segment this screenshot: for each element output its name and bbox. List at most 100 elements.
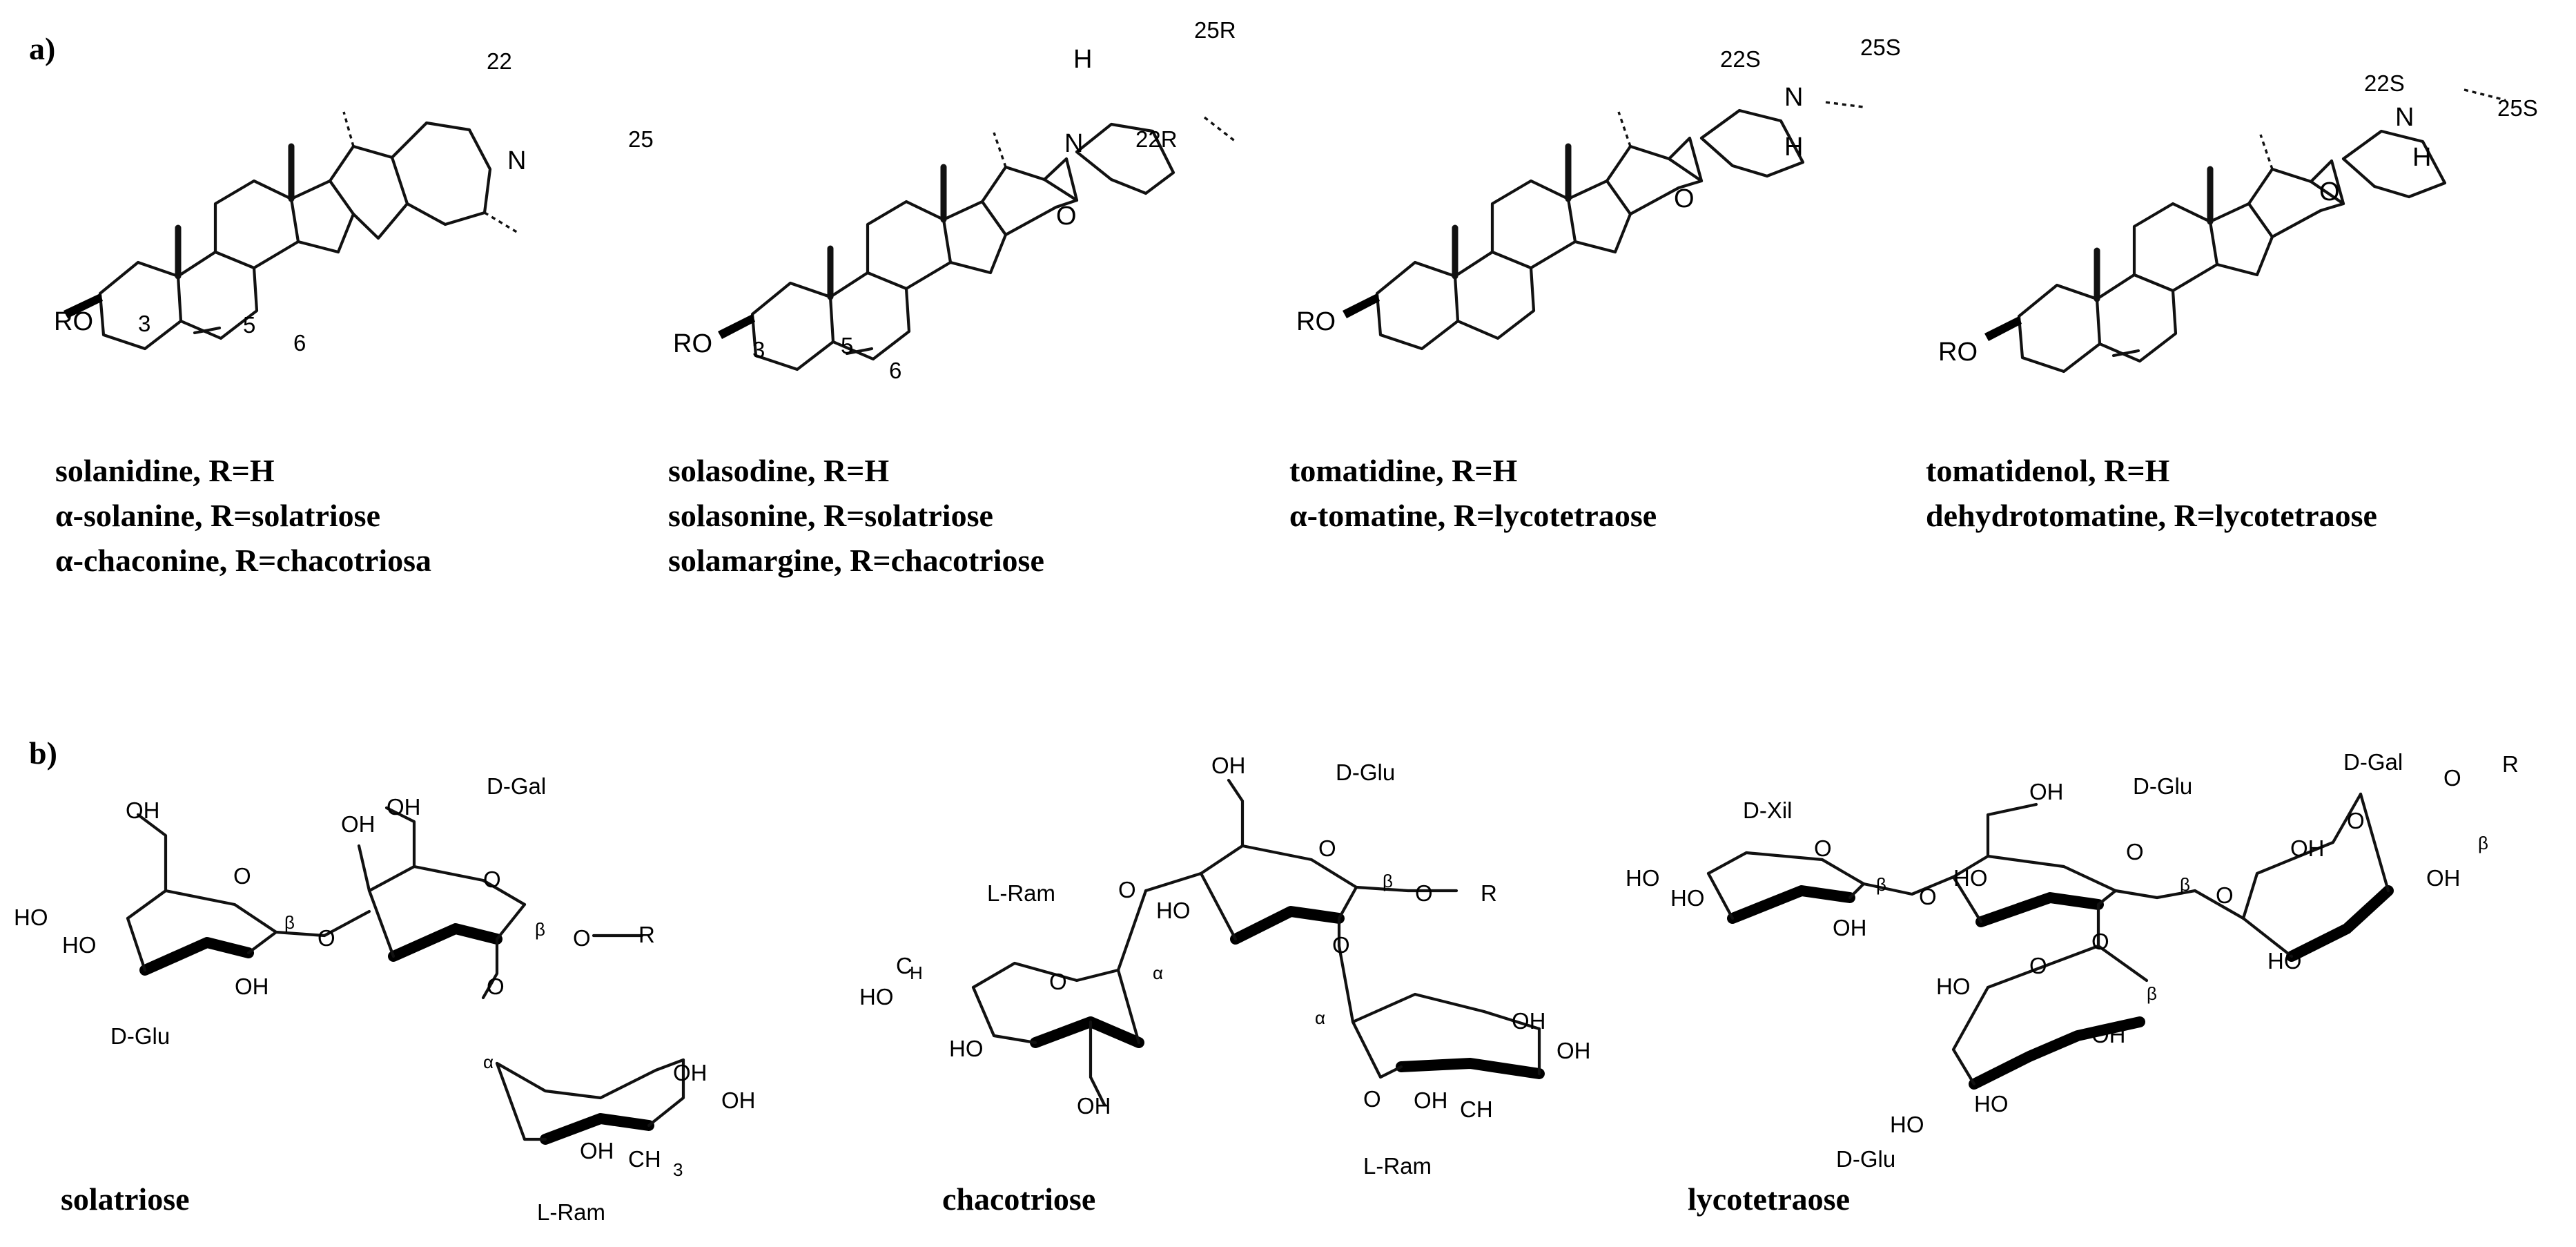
ch-lram2: L-Ram (1363, 1153, 1432, 1179)
m4-22s: 22S (2364, 70, 2405, 96)
ly-beta4: β (2147, 983, 2157, 1004)
compound-3-line-2: α-tomatine, R=lycotetraose (1289, 498, 1657, 533)
ch-lram1: L-Ram (987, 880, 1055, 906)
m1-l25: 25 (628, 126, 654, 152)
ch-oh5: OH (1557, 1038, 1591, 1063)
m3-25s: 25S (1860, 35, 1901, 60)
ch-ch: CH (1460, 1096, 1493, 1122)
m1-l6: 6 (293, 330, 306, 356)
m2-25r: 25R (1194, 17, 1236, 43)
ly-beta2: β (2180, 874, 2190, 895)
st-o5: O (487, 974, 505, 999)
m1-l5: 5 (243, 312, 255, 338)
compound-2-line-3: solamargine, R=chacotriose (668, 543, 1044, 578)
st-dgal: D-Gal (487, 773, 546, 799)
ch-ho3: HO (949, 1036, 984, 1061)
st-oh5: OH (673, 1060, 708, 1085)
compound-4-line-1: tomatidenol, R=H (1926, 453, 2170, 488)
ch-oh3: OH (1414, 1088, 1448, 1113)
m2-l6: 6 (889, 358, 901, 383)
compound-1-line-2: α-solanine, R=solatriose (55, 498, 380, 533)
ly-dgal: D-Gal (2343, 749, 2403, 775)
ly-oh4: OH (2426, 865, 2461, 891)
st-o2: O (318, 925, 335, 951)
ly-ho3: HO (1953, 865, 1988, 891)
ly-oh5: OH (2091, 1022, 2126, 1047)
st-beta1: β (284, 912, 295, 933)
compound-3-line-1: tomatidine, R=H (1289, 453, 1518, 488)
m1-n: N (507, 146, 526, 175)
m3-22s: 22S (1720, 46, 1761, 72)
m2-ro: RO (673, 329, 712, 358)
ch-o4: O (1332, 932, 1350, 958)
st-oh2: OH (235, 974, 269, 999)
m1-l22: 22 (487, 48, 512, 74)
ch-beta: β (1383, 871, 1393, 891)
st-lram: L-Ram (537, 1199, 605, 1225)
ly-oh1: OH (1833, 915, 1867, 940)
tomatidine (1343, 101, 1864, 351)
st-o1: O (233, 863, 251, 889)
ly-ho5: HO (1936, 974, 1971, 999)
m1-ro: RO (54, 307, 93, 336)
ch-o5: O (1049, 969, 1067, 994)
solanidine (64, 111, 520, 351)
ch-alpha2: α (1315, 1007, 1325, 1028)
ch-c: C (896, 953, 913, 978)
st-ch-sub: 3 (673, 1159, 683, 1180)
m2-22r: 22R (1135, 126, 1178, 152)
ch-ho2: HO (859, 984, 894, 1009)
st-ho1: HO (14, 905, 48, 930)
sugar-name-lycotetraose: lycotetraose (1688, 1181, 1850, 1217)
ch-o3: O (1118, 877, 1136, 902)
m4-o: O (2319, 177, 2340, 206)
st-o3: O (483, 867, 501, 892)
ly-dglu2: D-Glu (1836, 1146, 1895, 1172)
ch-r: R (1481, 880, 1497, 906)
st-oh3: OH (341, 811, 375, 837)
lycotetraose-structure (1706, 792, 2394, 1090)
ly-o2: O (1919, 884, 1937, 909)
st-dglu: D-Glu (110, 1023, 170, 1049)
st-oh6: OH (721, 1088, 756, 1113)
solatriose-structure (126, 806, 685, 1145)
ly-ho1: HO (1626, 865, 1660, 891)
m4-25s: 25S (2497, 95, 2538, 121)
st-o4: O (573, 925, 591, 951)
ch-oh4: OH (1512, 1008, 1546, 1034)
ly-o6: O (2347, 808, 2365, 833)
m3-ro: RO (1296, 307, 1336, 336)
ly-o8: O (2029, 953, 2047, 978)
m3-o: O (1674, 184, 1695, 213)
ly-r: R (2502, 751, 2519, 777)
compound-2-line-1: solasodine, R=H (668, 453, 889, 488)
panel-label-a-final: a) (29, 31, 55, 66)
sugar-name-solatriose: solatriose (61, 1181, 190, 1217)
m2-l5: 5 (841, 333, 853, 358)
ch-oh2: OH (1077, 1093, 1111, 1119)
tomatidenol (1984, 88, 2506, 374)
m3-n: N (1784, 83, 1803, 112)
compound-2-line-2: solasonine, R=solatriose (668, 498, 993, 533)
m2-n: N (1064, 129, 1083, 158)
st-beta2: β (535, 919, 545, 940)
ly-ho6: HO (1974, 1091, 2009, 1116)
m4-h: H (2412, 143, 2431, 172)
compound-1-line-3: α-chaconine, R=chacotriosa (55, 543, 431, 578)
ly-ho4: HO (2267, 948, 2302, 974)
m4-n: N (2395, 103, 2414, 132)
st-r: R (638, 922, 655, 947)
ch-ho1: HO (1156, 898, 1191, 923)
m3-h: H (1784, 133, 1803, 162)
compound-1-line-1: solanidine, R=H (55, 453, 275, 488)
solasodine (718, 116, 1237, 371)
ly-ho2: HO (1670, 885, 1705, 911)
st-oh1: OH (126, 798, 160, 823)
compound-4-line-2: dehydrotomatine, R=lycotetraose (1926, 498, 2377, 533)
ly-dxil: D-Xil (1743, 798, 1793, 823)
ly-oh2: OH (2029, 779, 2064, 804)
st-oh7: OH (580, 1138, 614, 1163)
st-oh4: OH (387, 794, 421, 820)
ly-o1: O (1814, 835, 1832, 861)
